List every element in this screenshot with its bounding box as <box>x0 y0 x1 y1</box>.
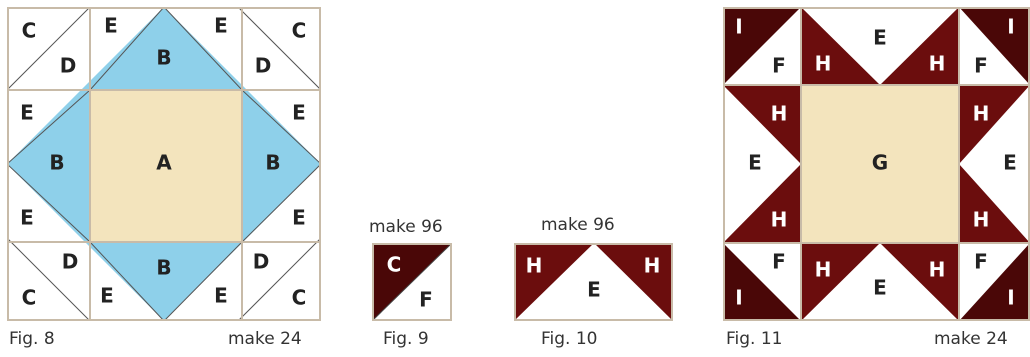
fig11-label-h: H <box>771 102 788 126</box>
fig10-left-triangle <box>514 243 594 321</box>
fig8-label-e: E <box>214 284 228 308</box>
fig11-count: make 24 <box>934 329 1008 349</box>
fig11-label-e: E <box>873 26 887 50</box>
fig9-diagram: C F <box>371 242 453 322</box>
fig11-goose-left-top <box>723 85 801 164</box>
fig11-corner-br <box>959 243 1030 321</box>
fig11-corner-tr <box>959 7 1030 85</box>
fig8-label-d: D <box>255 54 272 78</box>
fig10-label-h: H <box>526 254 543 278</box>
fig8-label-c: C <box>22 286 37 310</box>
fig11-goose-top-right <box>880 7 959 85</box>
fig11-label-i: I <box>735 15 742 39</box>
fig11-corner-tl <box>723 7 801 85</box>
fig10-caption: Fig. 10 <box>541 329 598 349</box>
fig9-block: C F <box>371 242 453 322</box>
fig11-label-f: F <box>974 54 988 78</box>
fig8-label-c: C <box>292 286 307 310</box>
fig11-diagram: I H H I H H H H H H I I F E F E G E F E … <box>723 7 1030 321</box>
fig11-label-i: I <box>1007 286 1014 310</box>
fig10-diagram: H E H <box>514 243 673 321</box>
fig11-block: I H H I H H H H H H I I F E F E G E F E … <box>723 7 1030 321</box>
fig11-label-h: H <box>973 102 990 126</box>
fig8-center-square <box>90 90 242 242</box>
fig11-label-g: G <box>872 151 888 175</box>
fig10-count: make 96 <box>541 215 615 235</box>
fig10-right-triangle <box>594 243 673 321</box>
fig9-caption: Fig. 9 <box>383 329 429 349</box>
fig11-goose-left-bottom <box>723 164 801 243</box>
fig8-label-e: E <box>20 101 34 125</box>
fig11-label-h: H <box>929 52 946 76</box>
fig8-label-a: A <box>156 151 172 175</box>
fig8-diagram: C D E B E D C E E B A B E E D B D C E E … <box>6 6 322 322</box>
fig8-label-b: B <box>49 151 64 175</box>
fig8-label-b: B <box>156 256 171 280</box>
fig8-label-e: E <box>20 206 34 230</box>
fig8-label-e: E <box>104 14 118 38</box>
fig11-label-h: H <box>929 258 946 282</box>
fig11-label-h: H <box>973 208 990 232</box>
fig11-label-e: E <box>873 276 887 300</box>
fig8-label-c: C <box>22 19 37 43</box>
fig11-goose-bottom-right <box>880 243 959 321</box>
fig8-label-d: D <box>62 250 79 274</box>
fig11-corner-bl <box>723 243 801 321</box>
fig11-caption: Fig. 11 <box>726 329 783 349</box>
fig8-label-c: C <box>292 19 307 43</box>
fig11-goose-right-top <box>959 85 1030 164</box>
fig11-label-e: E <box>1003 151 1017 175</box>
fig9-count: make 96 <box>369 217 443 237</box>
fig10-block: H E H <box>514 243 673 321</box>
fig11-label-i: I <box>1007 15 1014 39</box>
fig8-label-e: E <box>292 206 306 230</box>
fig8-label-b: B <box>265 151 280 175</box>
fig8-label-e: E <box>100 284 114 308</box>
fig8-label-d: D <box>60 54 77 78</box>
fig10-label-e: E <box>587 278 601 302</box>
fig8-label-e: E <box>214 14 228 38</box>
fig11-label-h: H <box>771 208 788 232</box>
fig9-label-f: F <box>419 288 433 312</box>
fig11-goose-top-left <box>801 7 880 85</box>
fig11-label-f: F <box>772 54 786 78</box>
fig9-label-c: C <box>387 253 402 277</box>
fig11-goose-bottom-left <box>801 243 880 321</box>
fig11-goose-right-bottom <box>959 164 1030 243</box>
fig11-center-square <box>801 85 959 243</box>
fig8-block: C D E B E D C E E B A B E E D B D C E E … <box>6 6 322 322</box>
fig11-label-h: H <box>815 52 832 76</box>
fig8-caption: Fig. 8 <box>9 329 55 349</box>
fig11-label-f: F <box>772 250 786 274</box>
fig8-label-e: E <box>292 101 306 125</box>
fig11-label-f: F <box>974 250 988 274</box>
fig8-count: make 24 <box>228 329 302 349</box>
fig10-label-h: H <box>644 254 661 278</box>
fig11-label-e: E <box>748 151 762 175</box>
fig8-label-d: D <box>253 250 270 274</box>
fig11-label-h: H <box>815 258 832 282</box>
fig11-label-i: I <box>735 286 742 310</box>
fig8-label-b: B <box>156 46 171 70</box>
